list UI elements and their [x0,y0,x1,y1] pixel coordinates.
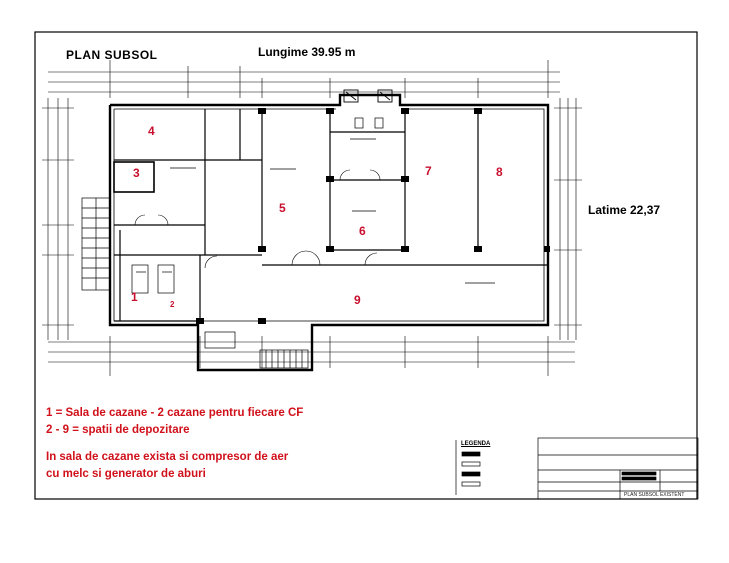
top-dimension-chain [48,66,560,98]
room-number-4: 4 [148,124,155,138]
room-number-3: 3 [133,166,140,180]
length-dimension-label: Lungime 39.95 m [258,45,356,59]
exterior-walls [108,93,550,372]
note-compressor: In sala de cazane exista si compresor de… [46,451,289,463]
left-dimension-chain [42,98,74,340]
title-block-sheet-name: PLAN SUBSOL EXISTENT [624,492,685,498]
note-storage-rooms: 2 - 9 = spatii de depozitare [46,424,190,436]
interior-walls [114,109,548,322]
room-number-7: 7 [425,164,432,178]
axis-markers [109,60,549,376]
doors [134,169,381,269]
equipment-marks [131,117,495,294]
note-boiler-room: 1 = Sala de cazane - 2 cazane pentru fie… [46,407,304,419]
note-steam-generator: cu melc si generator de aburi [46,468,206,480]
room-3-box [113,161,155,193]
room-number-1: 1 [131,290,138,304]
room-number-2: 2 [170,300,175,309]
top-shafts [343,89,393,103]
width-dimension-label: Latime 22,37 [588,203,661,217]
right-dimension-chain [554,98,582,340]
legend-box [455,440,481,495]
room-number-8: 8 [496,165,503,179]
room-number-9: 9 [354,293,361,307]
room-number-5: 5 [279,201,286,215]
structural-columns [196,108,550,324]
title-block [537,437,699,500]
sheet-frame [34,31,698,500]
drawing-title: PLAN SUBSOL [66,48,158,62]
left-stair [81,197,111,291]
room-number-6: 6 [359,224,366,238]
legend-title: LEGENDA [461,441,491,447]
bottom-stair [204,331,309,369]
